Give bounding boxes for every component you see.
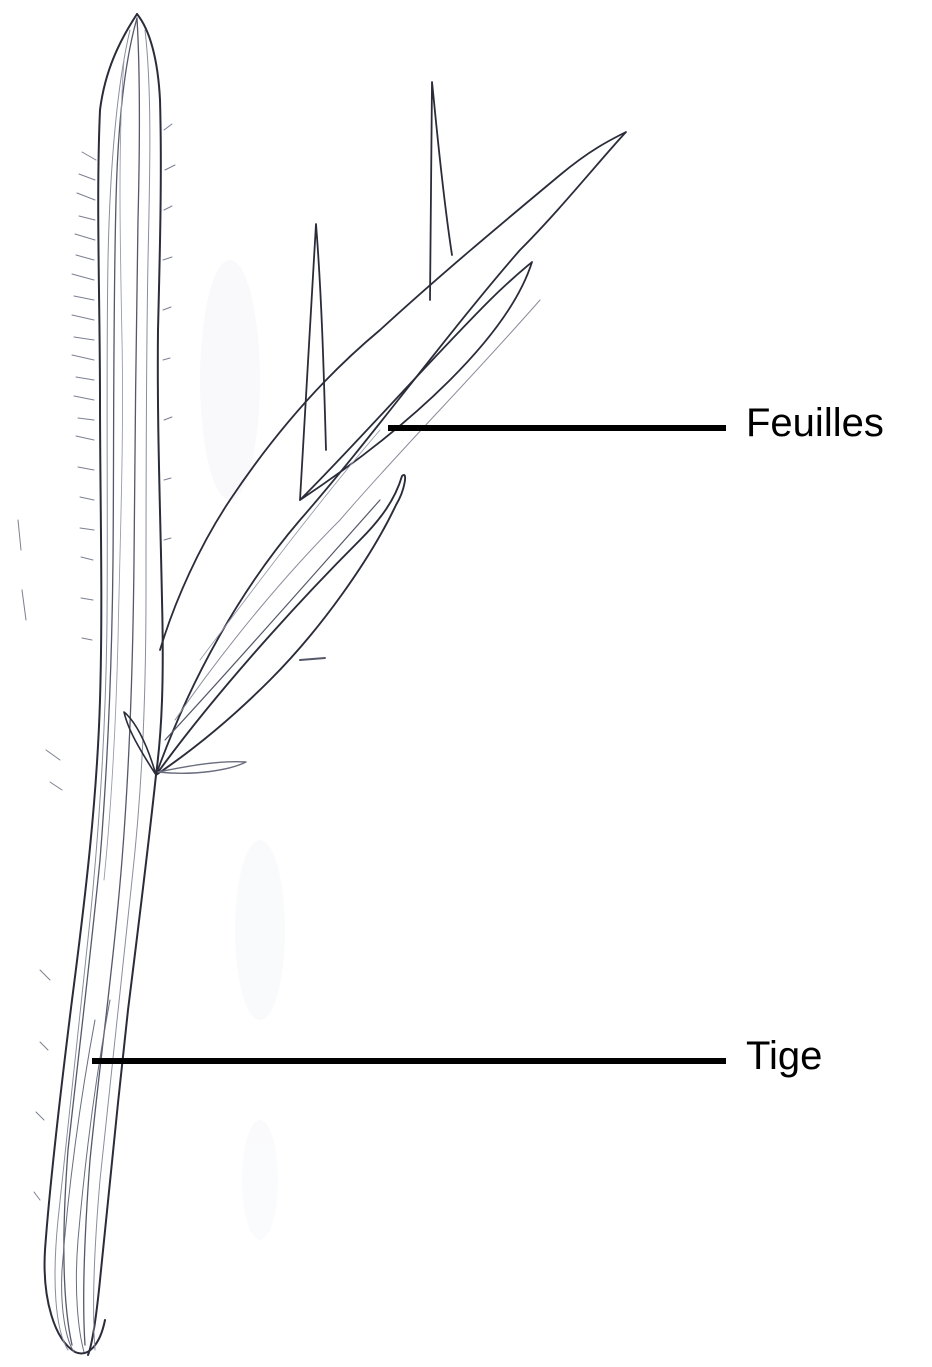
- stem: [45, 14, 163, 1355]
- stem-hairs: [18, 124, 175, 1200]
- paper-smudges: [200, 260, 285, 1240]
- label-leaves: Feuilles: [746, 403, 884, 443]
- label-stem: Tige: [746, 1036, 822, 1076]
- leaf-lower: [156, 475, 405, 775]
